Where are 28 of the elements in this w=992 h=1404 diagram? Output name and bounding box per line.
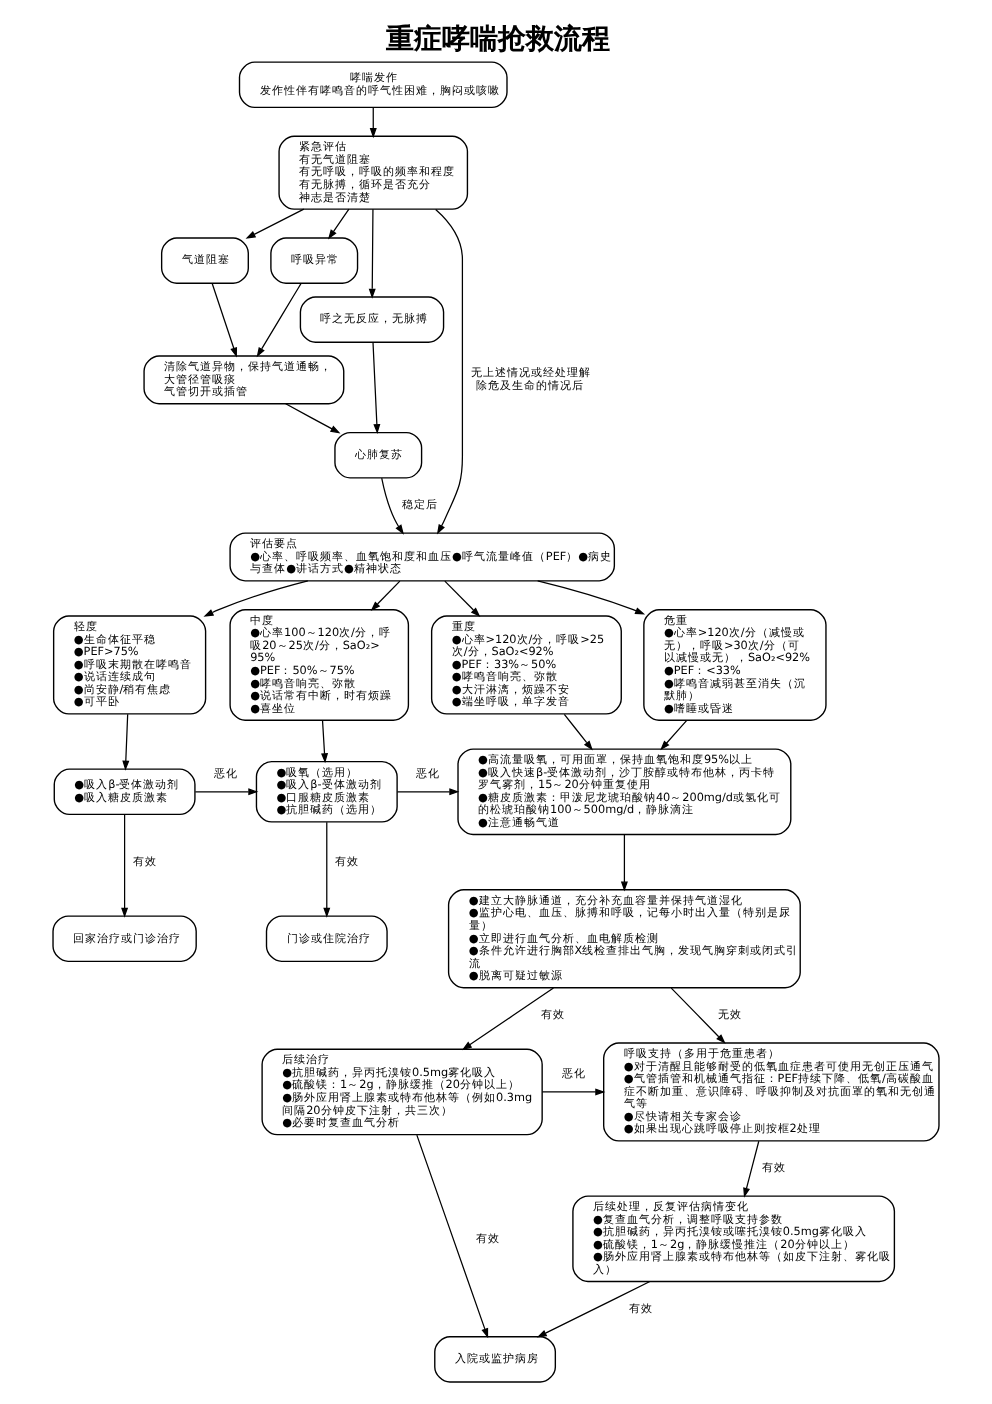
arrow — [372, 341, 381, 435]
arrow — [121, 814, 129, 918]
arrow — [670, 987, 726, 1044]
arrow — [194, 788, 259, 796]
arrow — [444, 580, 481, 618]
arrow — [211, 282, 238, 358]
arrow — [285, 403, 341, 434]
arrow — [536, 1280, 651, 1338]
arrow — [620, 834, 628, 892]
arrow — [435, 208, 464, 535]
arrow — [323, 821, 331, 918]
diagram-title: 重症哮喘抢救流程 — [386, 23, 611, 56]
arrow — [321, 719, 329, 764]
arrow — [541, 1088, 606, 1096]
arrow — [743, 1140, 760, 1198]
arrow — [396, 788, 460, 796]
arrow — [370, 580, 401, 612]
arrow — [660, 719, 688, 751]
arrow — [245, 208, 305, 239]
arrow — [327, 208, 350, 240]
arrow — [122, 713, 130, 771]
arrow — [369, 106, 377, 139]
arrow — [461, 987, 555, 1051]
arrow — [563, 713, 593, 751]
arrow — [416, 1134, 489, 1339]
arrow — [537, 580, 646, 615]
arrow — [381, 477, 404, 535]
arrow — [368, 208, 376, 299]
